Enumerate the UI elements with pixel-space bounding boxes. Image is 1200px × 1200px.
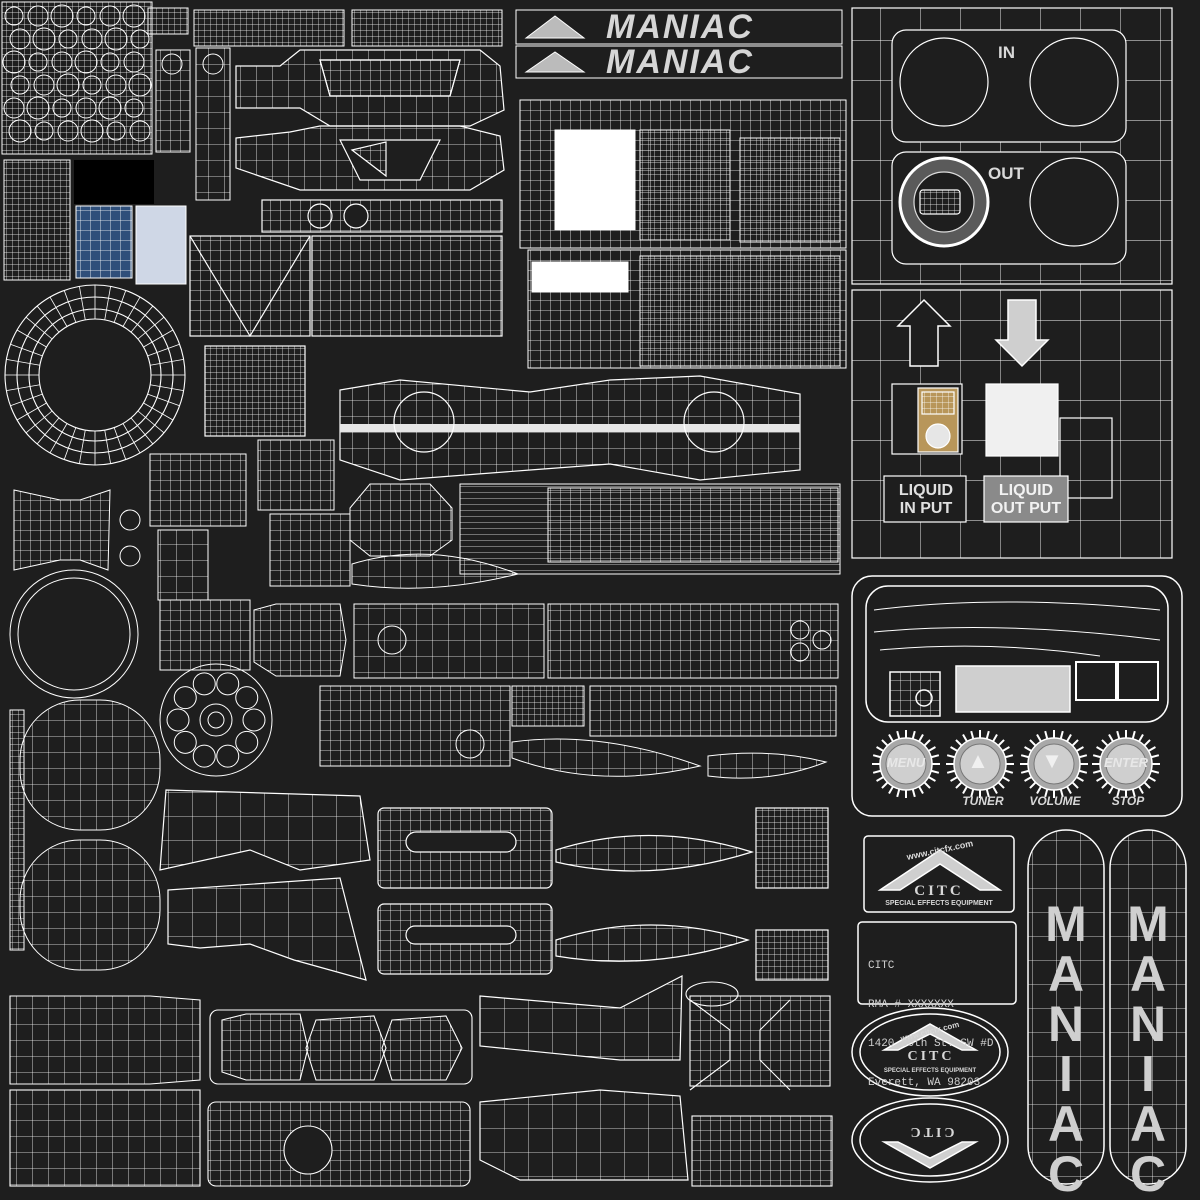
liquid-panel bbox=[851, 289, 1173, 559]
maniac-vertical-left-text: MANIAC bbox=[1038, 896, 1094, 1196]
maniac-banner-group bbox=[515, 9, 843, 79]
address-plate: CITC RMA # XXXXXXX 1420 80th St. SW #D E… bbox=[868, 934, 993, 1103]
control-panel bbox=[851, 575, 1183, 817]
body-panel bbox=[339, 375, 801, 481]
top-center-parts bbox=[189, 49, 505, 437]
ring-part bbox=[4, 284, 186, 466]
top-left-cluster bbox=[1, 1, 231, 285]
logo-plates bbox=[851, 829, 1187, 1185]
citc-oval-logo-flipped: CITC bbox=[907, 1124, 955, 1139]
tuner-up-icon[interactable]: ▲ bbox=[967, 748, 989, 773]
volume-down-icon[interactable]: ▼ bbox=[1041, 748, 1063, 773]
top-strips bbox=[193, 9, 503, 47]
port-out-label: OUT bbox=[988, 164, 1024, 183]
citc-logo-top: CITC bbox=[914, 883, 964, 899]
address-line-1: CITC bbox=[868, 960, 895, 972]
address-line-4: Everett, WA 98203 bbox=[868, 1077, 981, 1089]
liquid-output-line2: OUT PUT bbox=[990, 500, 1062, 517]
enter-button[interactable]: ENTER bbox=[1103, 755, 1149, 770]
liquid-output-label: LIQUID OUT PUT bbox=[984, 482, 1068, 518]
maniac-vertical-left: MANIAC bbox=[1032, 896, 1100, 1196]
stop-caption: STOP bbox=[1111, 794, 1145, 808]
maniac-banner-top: MANIAC bbox=[606, 8, 754, 46]
citc-oval-logo: CITC bbox=[907, 1049, 955, 1064]
volume-caption: VOLUME bbox=[1029, 794, 1081, 808]
maniac-vertical-right-text: MANIAC bbox=[1120, 896, 1176, 1196]
address-line-2: RMA # XXXXXXX bbox=[868, 999, 954, 1011]
liquid-output-line1: LIQUID bbox=[998, 482, 1054, 499]
dense-panel-block bbox=[519, 99, 847, 369]
port-panel bbox=[851, 7, 1173, 285]
maniac-vertical-right: MANIAC bbox=[1114, 896, 1182, 1196]
liquid-input-label: LIQUID IN PUT bbox=[886, 482, 966, 518]
menu-button[interactable]: MENU bbox=[886, 755, 926, 770]
center-mid-strips bbox=[319, 483, 841, 779]
citc-oval-tagline: SPECIAL EFFECTS EQUIPMENT bbox=[883, 1068, 977, 1074]
bottom-left-parts bbox=[9, 981, 833, 1187]
liquid-input-line1: LIQUID bbox=[898, 482, 954, 499]
lower-center-parts bbox=[159, 789, 829, 1181]
liquid-input-line2: IN PUT bbox=[899, 500, 953, 517]
tuner-caption: TUNER bbox=[962, 794, 1004, 808]
address-line-3: 1420 80th St. SW #D bbox=[868, 1038, 994, 1050]
maniac-banner-bottom: MANIAC bbox=[606, 43, 754, 81]
port-in-label: IN bbox=[998, 43, 1015, 62]
mid-left-parts bbox=[9, 439, 453, 971]
citc-tagline-top: SPECIAL EFFECTS EQUIPMENT bbox=[885, 900, 993, 907]
